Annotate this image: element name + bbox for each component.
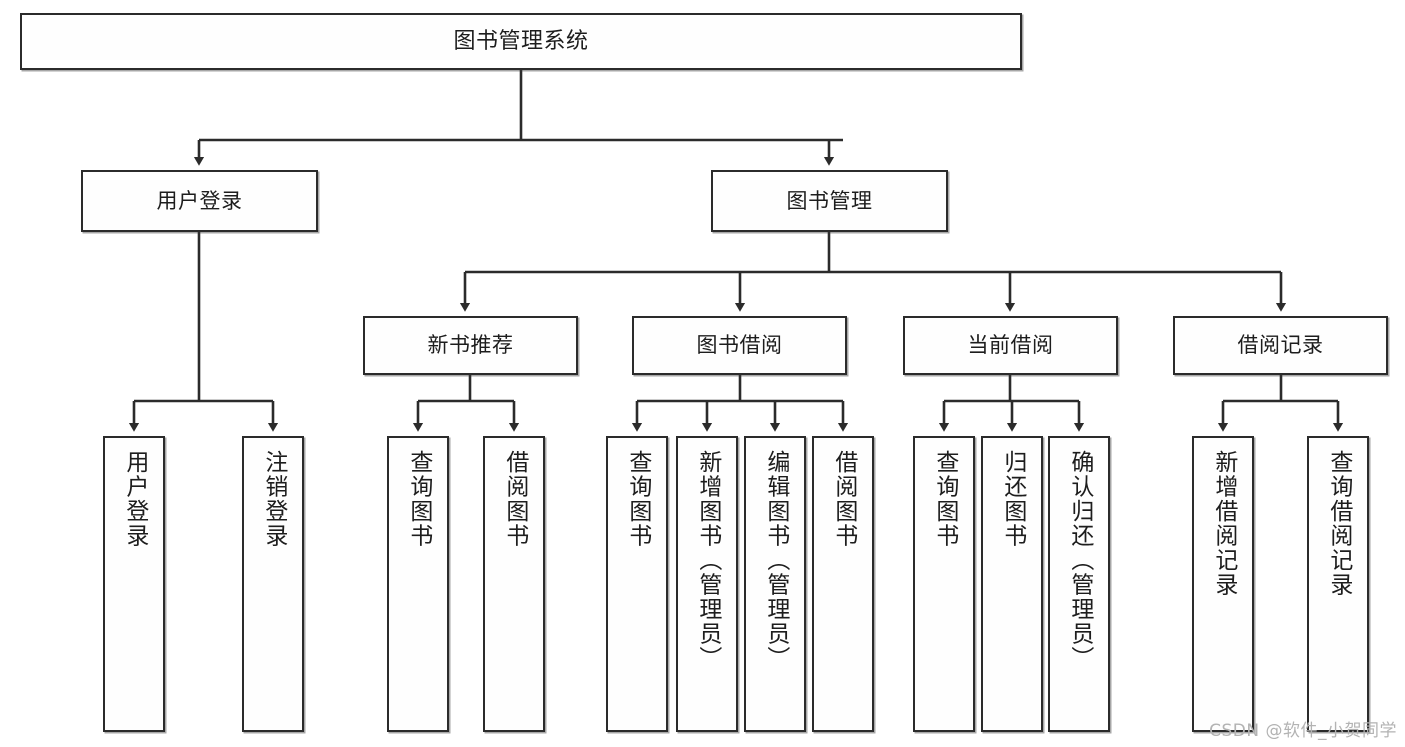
node-leaf-query-book-3[interactable]: 查询图书 [913,436,975,732]
node-leaf-borrow-book-2-label: 借阅图书 [830,450,857,548]
node-leaf-logout-login-label: 注销登录 [260,450,287,548]
node-leaf-user-login-label: 用户登录 [121,450,148,548]
node-current-borrow-label: 当前借阅 [967,333,1054,358]
node-leaf-query-book-2-label: 查询图书 [624,450,651,548]
node-leaf-confirm-return-label: 确认归还（管理员） [1066,450,1093,671]
node-borrow-record-label: 借阅记录 [1237,333,1324,358]
node-new-book-recommend-label: 新书推荐 [427,333,514,358]
node-leaf-logout-login[interactable]: 注销登录 [242,436,304,732]
node-leaf-confirm-return[interactable]: 确认归还（管理员） [1048,436,1110,732]
watermark-text: CSDN @软件_小贺同学 [1209,721,1397,741]
node-leaf-query-record-label: 查询借阅记录 [1325,450,1352,597]
node-user-login[interactable]: 用户登录 [81,170,318,232]
node-leaf-borrow-book-1[interactable]: 借阅图书 [483,436,545,732]
node-leaf-query-book-3-label: 查询图书 [931,450,958,548]
node-book-borrow[interactable]: 图书借阅 [632,316,847,375]
node-user-login-label: 用户登录 [156,188,243,213]
node-book-manage-label: 图书管理 [786,188,873,213]
node-leaf-query-book-2[interactable]: 查询图书 [606,436,668,732]
node-book-borrow-label: 图书借阅 [696,333,783,358]
node-current-borrow[interactable]: 当前借阅 [903,316,1118,375]
node-leaf-return-book-label: 归还图书 [999,450,1026,548]
node-leaf-add-record-label: 新增借阅记录 [1210,450,1237,597]
node-leaf-query-record[interactable]: 查询借阅记录 [1307,436,1369,732]
node-leaf-add-book[interactable]: 新增图书（管理员） [676,436,738,732]
node-leaf-borrow-book-1-label: 借阅图书 [501,450,528,548]
node-book-manage[interactable]: 图书管理 [711,170,948,232]
node-borrow-record[interactable]: 借阅记录 [1173,316,1388,375]
node-leaf-query-book-1[interactable]: 查询图书 [387,436,449,732]
node-new-book-recommend[interactable]: 新书推荐 [363,316,578,375]
node-leaf-add-record[interactable]: 新增借阅记录 [1192,436,1254,732]
node-leaf-edit-book[interactable]: 编辑图书（管理员） [744,436,806,732]
node-leaf-borrow-book-2[interactable]: 借阅图书 [812,436,874,732]
node-leaf-user-login[interactable]: 用户登录 [103,436,165,732]
node-leaf-edit-book-label: 编辑图书（管理员） [762,450,789,671]
node-root-label: 图书管理系统 [453,28,589,54]
node-leaf-add-book-label: 新增图书（管理员） [694,450,721,671]
node-leaf-return-book[interactable]: 归还图书 [981,436,1043,732]
node-root[interactable]: 图书管理系统 [20,13,1022,70]
node-leaf-query-book-1-label: 查询图书 [405,450,432,548]
